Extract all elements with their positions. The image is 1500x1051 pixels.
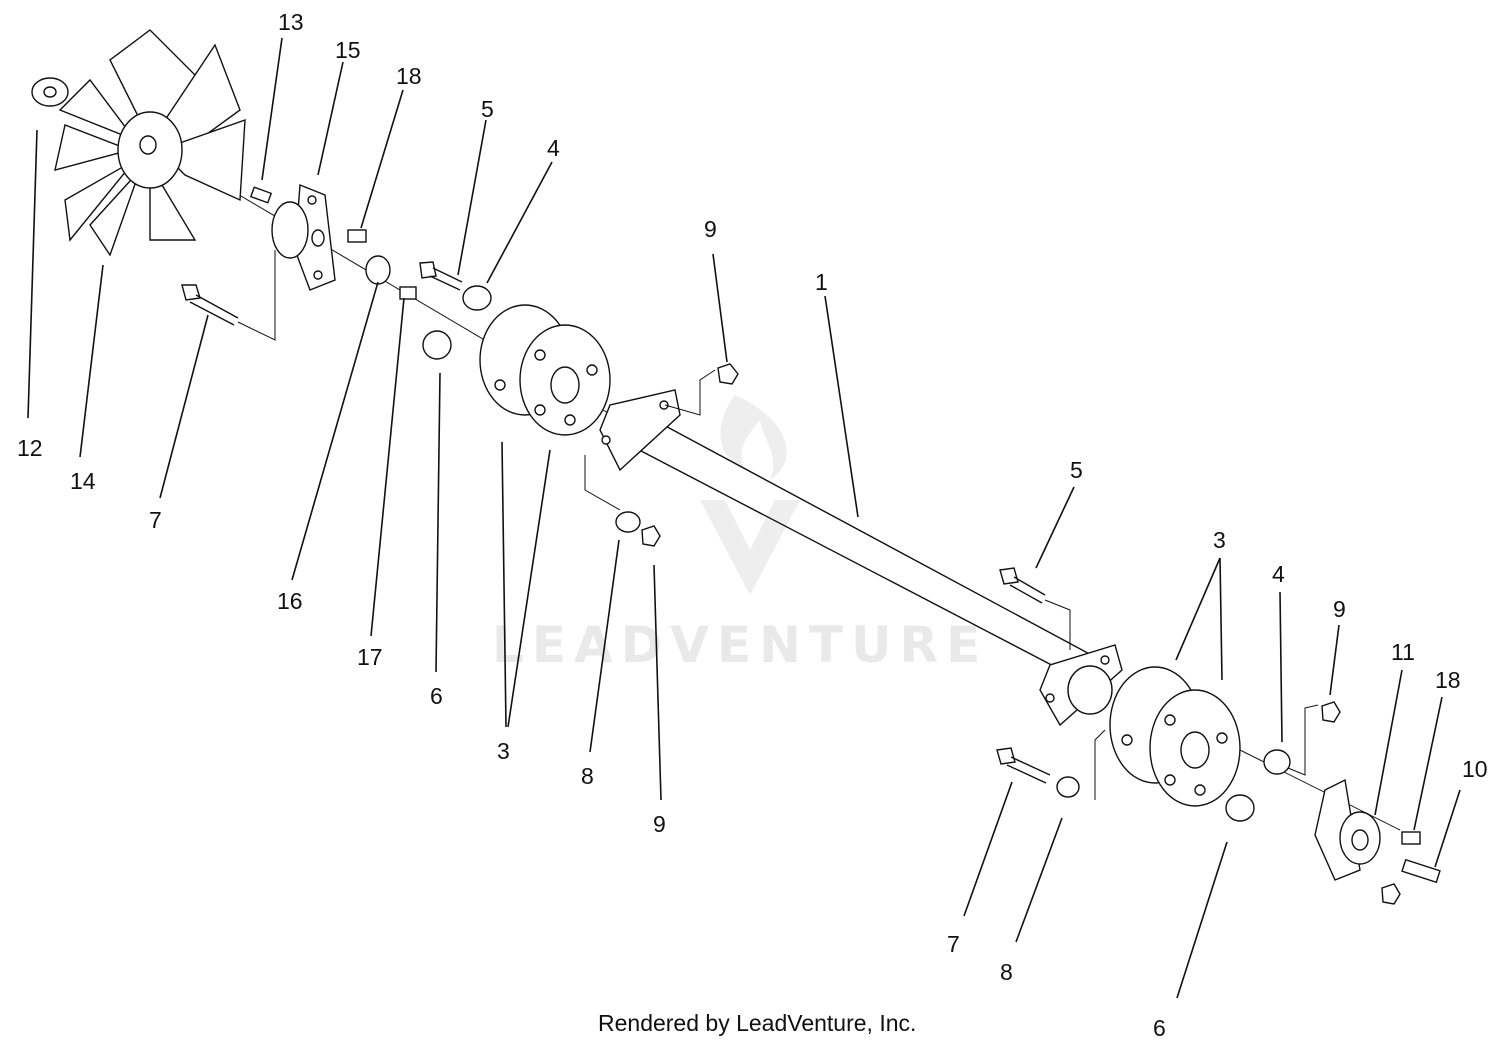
callout-3-left: 3	[497, 738, 510, 764]
bolt-5-left	[419, 261, 463, 291]
callout-18-right: 18	[1435, 667, 1461, 693]
callout-7-right: 7	[947, 931, 960, 957]
callout-1: 1	[815, 269, 828, 295]
watermark: LEADVENTURE	[492, 395, 988, 674]
callout-labels: 13 15 18 5 4 9 1 12 14 7 16 17 6 3 8 9 5…	[17, 9, 1488, 1041]
callout-5-right: 5	[1070, 457, 1083, 483]
callout-9-left: 9	[653, 811, 666, 837]
bearing-flange-right	[1314, 778, 1381, 881]
washer-16	[365, 255, 391, 285]
footer-credit: Rendered by LeadVenture, Inc.	[598, 1010, 917, 1036]
callout-3-right: 3	[1213, 527, 1226, 553]
bolt-7-right	[996, 747, 1051, 784]
callout-8-right: 8	[1000, 959, 1013, 985]
screw-17	[399, 286, 417, 300]
bushing-6-left	[422, 330, 452, 360]
callout-17: 17	[357, 644, 383, 670]
fitting-18-right	[1401, 831, 1421, 845]
nut-9-right	[1321, 701, 1341, 723]
mounting-plate-right	[1039, 644, 1123, 727]
washer-8-right	[1056, 776, 1080, 798]
spacer-4-left	[462, 285, 492, 311]
callout-4-right: 4	[1272, 561, 1285, 587]
coupling-discs-left	[479, 304, 611, 436]
bearing-flange-left	[271, 183, 336, 291]
watermark-text: LEADVENTURE	[492, 616, 988, 674]
callout-7-left: 7	[149, 507, 162, 533]
callout-13: 13	[278, 9, 304, 35]
callout-8-left: 8	[581, 763, 594, 789]
fitting-18-left	[347, 229, 367, 243]
callout-5-left: 5	[481, 96, 494, 122]
key-10	[1401, 858, 1441, 884]
callout-14: 14	[70, 468, 96, 494]
callout-15: 15	[335, 37, 361, 63]
bushing-6-right	[1225, 794, 1255, 822]
spacer-4-right	[1263, 749, 1291, 775]
callout-9-right: 9	[1333, 596, 1346, 622]
callout-10: 10	[1462, 756, 1488, 782]
callout-12: 12	[17, 435, 43, 461]
callout-6-right: 6	[1153, 1015, 1166, 1041]
callout-9-top: 9	[704, 216, 717, 242]
nut-9-left	[641, 525, 661, 547]
callout-18-left: 18	[396, 63, 422, 89]
washer-8-left	[615, 511, 641, 533]
callout-6-left: 6	[430, 683, 443, 709]
nut-9-lower-right	[1381, 883, 1401, 905]
key-13	[249, 186, 273, 204]
callout-4-left: 4	[547, 135, 560, 161]
bolt-5-right	[999, 567, 1046, 604]
callout-11: 11	[1391, 639, 1415, 665]
leader-lines	[27, 37, 1461, 999]
fan	[54, 29, 246, 257]
bolt-7-left	[181, 284, 239, 326]
coupling-discs-right	[1109, 666, 1241, 807]
nut-9-top	[717, 363, 739, 385]
mounting-plate-left	[599, 389, 681, 472]
callout-16: 16	[277, 588, 303, 614]
